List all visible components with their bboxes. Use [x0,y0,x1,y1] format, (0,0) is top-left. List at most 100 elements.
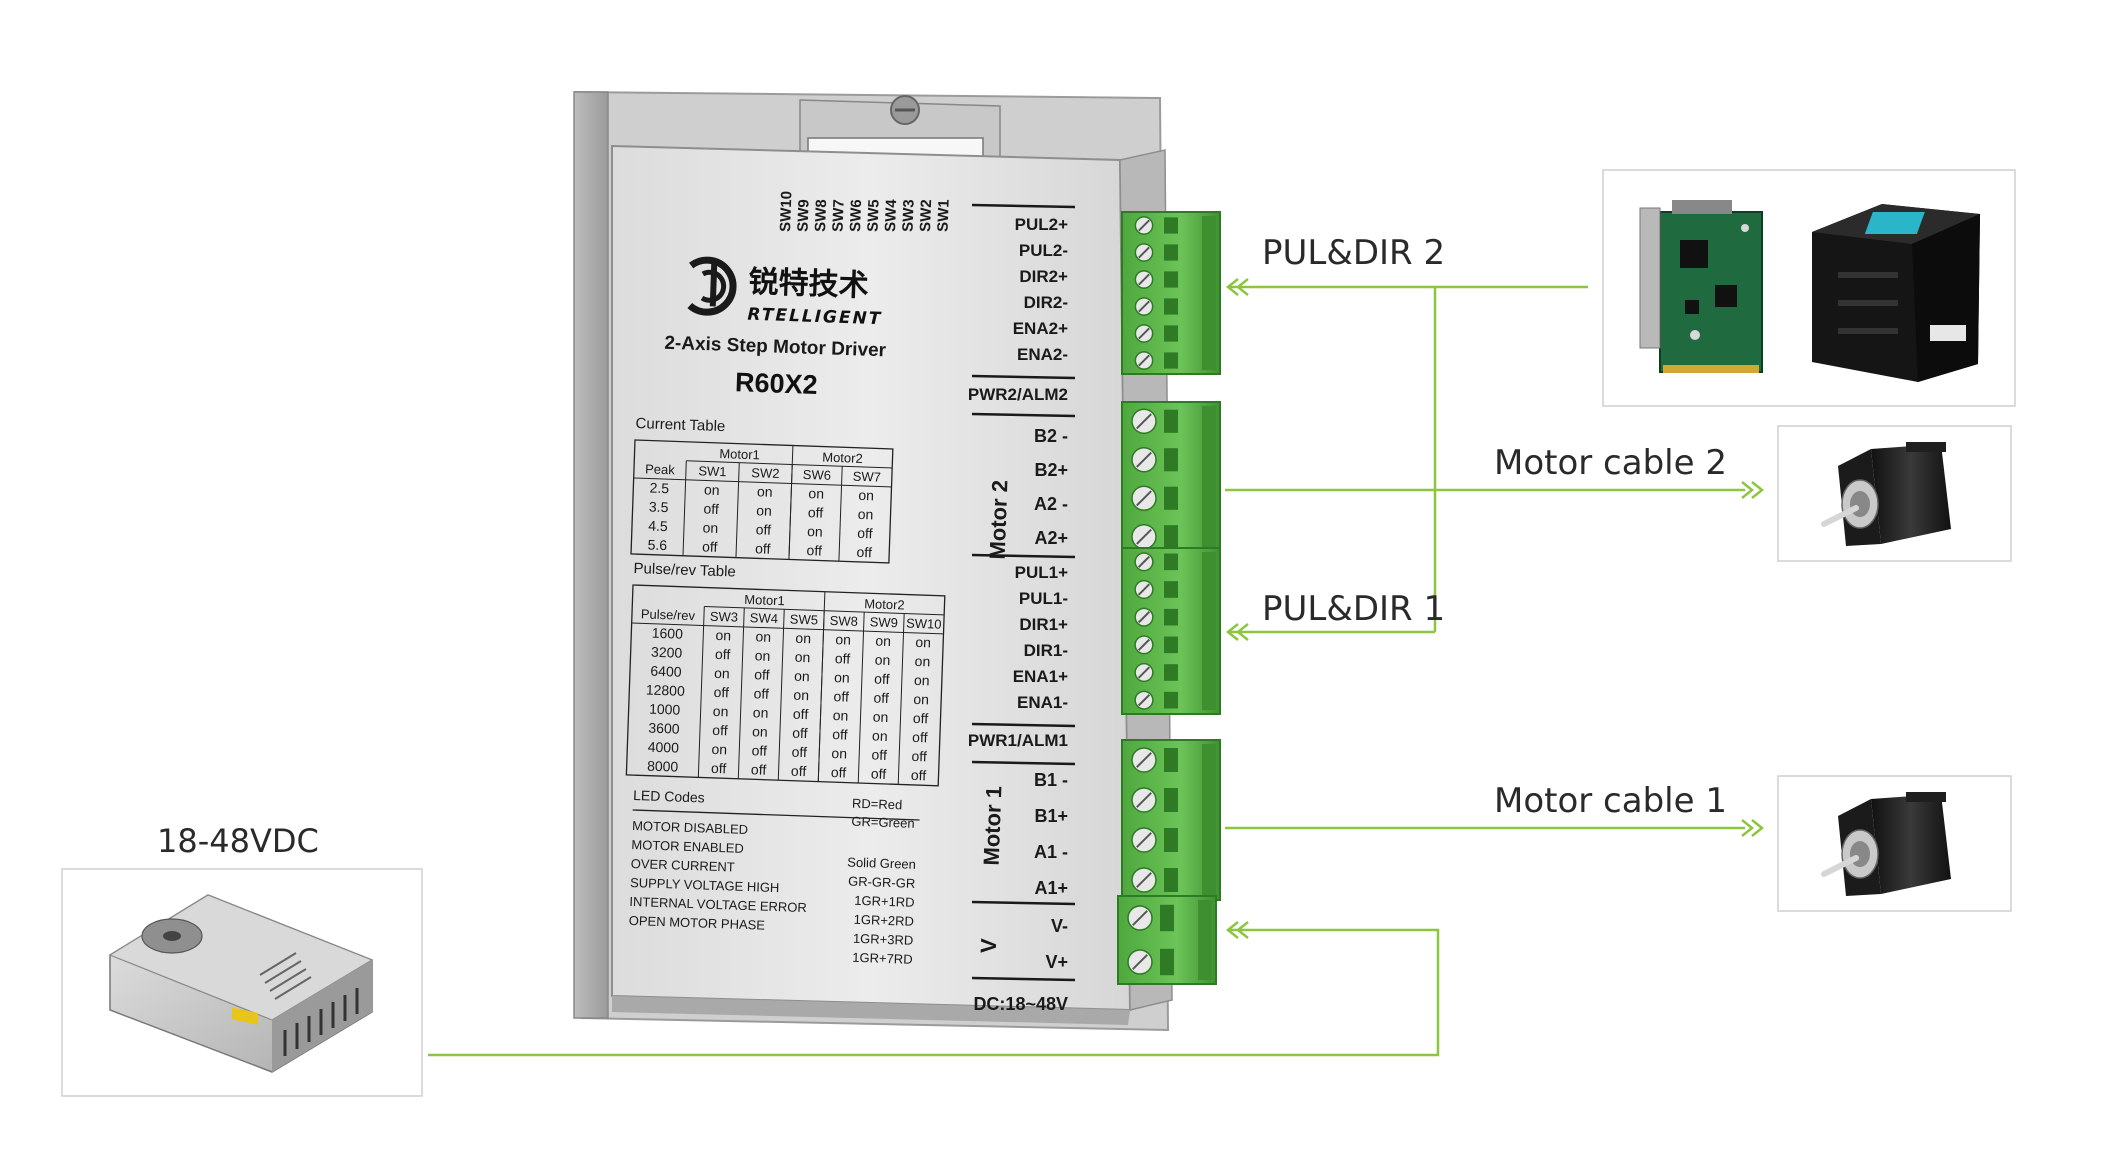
arrow-left-power-b-icon [1235,921,1249,939]
arrow-right-motor2-b-icon [1751,481,1765,499]
cell-value: on [808,485,824,502]
cell-value: on [756,502,772,519]
group-header-motor2: Motor2 [822,450,863,466]
cell-value: off [832,726,848,743]
terminal-ena2: ENA2- [1017,345,1068,364]
plc-controller-image [1812,204,1980,382]
column-header: SW10 [906,616,942,632]
led-code: 1GR+7RD [852,950,913,967]
row-label: 3600 [648,720,680,737]
housing-left-rail [573,91,609,1019]
cell-value: on [913,691,929,708]
terminal-signal1: DIR1- [1024,641,1068,660]
cell-value: off [857,525,873,542]
column-header: SW9 [870,614,899,630]
cell-value: on [858,487,874,504]
row-label: 1000 [649,701,681,718]
switch-label: SW6 [847,199,865,232]
terminal-power: V- [1051,916,1068,936]
led-code: Solid Green [847,855,916,872]
cell-value: off [712,722,728,739]
power-title: V [976,938,1002,954]
cell-value: on [713,703,729,720]
column-header: SW4 [750,610,779,626]
switch-label: SW7 [830,199,848,232]
motor-2-box [1777,425,2012,562]
terminal-motor1: B1+ [1034,806,1068,826]
terminal-dir2: DIR2+ [1019,267,1068,286]
cell-value: off [913,710,929,727]
group-header-motor1: Motor1 [719,446,760,462]
dc-voltage-label: DC:18~48V [973,994,1068,1014]
label-pul-dir-2: PUL&DIR 2 [1262,233,1445,273]
wire-arrows [1225,278,1765,939]
cell-value: on [831,745,847,762]
motor1-title: Motor 1 [979,786,1007,866]
cell-value: on [872,727,888,744]
arrow-left-pul1-b-icon [1235,623,1249,641]
row-label: 3200 [651,644,683,661]
connector-motor-2 [1121,401,1221,557]
connector-power [1117,895,1217,985]
cell-value: on [714,665,730,682]
cell-value: off [911,748,927,765]
cell-value: off [831,764,847,781]
table-title: Pulse/rev Table [633,560,736,581]
brand-block: 锐特技术 RTELLIGENT 2-Axis Step Motor Driver… [664,256,887,400]
cell-value: on [755,628,771,645]
cell-value: on [807,523,823,540]
terminal-divider [971,374,1076,380]
cell-value: on [702,519,718,536]
cell-value: off [703,500,719,517]
row-label: 5.6 [647,537,667,554]
motor-1-box [1777,775,2012,912]
cell-value: on [793,687,809,704]
terminal-pwr1: PWR1/ALM1 [968,731,1068,750]
power-supply-box [61,868,423,1097]
row-label: 8000 [647,758,679,775]
cell-value: off [715,646,731,663]
cell-value: on [752,723,768,740]
row-label: 6400 [650,663,682,680]
cell-value: off [856,544,872,561]
wire-power [428,928,1440,1057]
led-legend-red: RD=Red [852,796,903,813]
cell-value: off [871,746,887,763]
column-header: SW8 [830,613,859,629]
motion-card-image [1639,200,1763,373]
row-label: 4000 [648,739,680,756]
table-border [625,584,946,787]
cell-value: off [751,742,767,759]
table-title: Current Table [635,415,725,435]
cell-value: off [713,684,729,701]
cell-value: off [873,689,889,706]
terminal-divider [971,203,1076,209]
controller-box [1602,169,2016,407]
led-title: LED Codes [633,787,705,805]
cell-value: on [914,672,930,689]
cell-value: on [794,668,810,685]
cell-value: off [751,761,767,778]
cell-value: on [757,483,773,500]
cell-value: off [711,760,727,777]
terminal-motor2: B2+ [1034,460,1068,480]
stepper-motor-2-image [1821,442,1951,546]
cell-value: on [795,649,811,666]
cell-value: off [912,729,928,746]
led-code: GR-GR-GR [848,874,916,891]
terminal-motor1: B1 - [1034,770,1068,790]
cell-value: off [806,542,822,559]
cell-value: off [791,763,807,780]
brand-en: RTELLIGENT [747,305,883,330]
cell-value: off [791,744,807,761]
led-code: 1GR+3RD [853,931,914,948]
terminal-divider [971,722,1076,728]
connector-blocks [1117,211,1221,985]
cell-value: on [795,630,811,647]
row-label: 12800 [646,682,686,699]
cell-value: off [793,706,809,723]
